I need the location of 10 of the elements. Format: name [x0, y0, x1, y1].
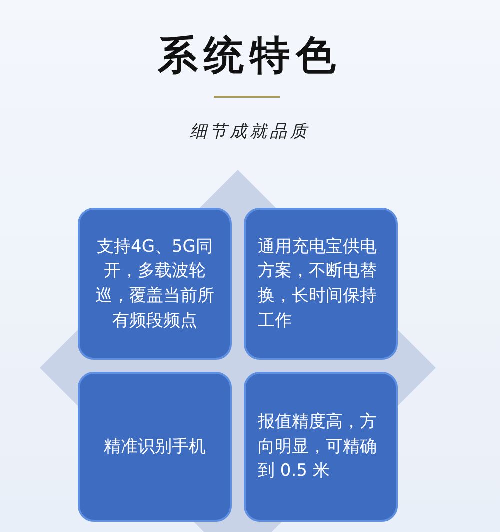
- title: 系统特色: [156, 32, 343, 81]
- feature-text: 报值精度高，方向明显，可精确到 0.5 米: [258, 411, 378, 484]
- feature-text: 支持4G、5G同开，多载波轮巡，覆盖当前所有频段频点: [94, 236, 216, 333]
- subtitle: 细节成就品质: [189, 121, 311, 143]
- feature-card: [78, 372, 232, 522]
- feature-card: [244, 372, 398, 522]
- feature-text: 通用充电宝供电方案，不断电替换，长时间保持工作: [258, 236, 378, 333]
- feature-card: [244, 208, 398, 360]
- feature-card: [78, 208, 232, 360]
- feature-text: 精准识别手机: [104, 436, 206, 459]
